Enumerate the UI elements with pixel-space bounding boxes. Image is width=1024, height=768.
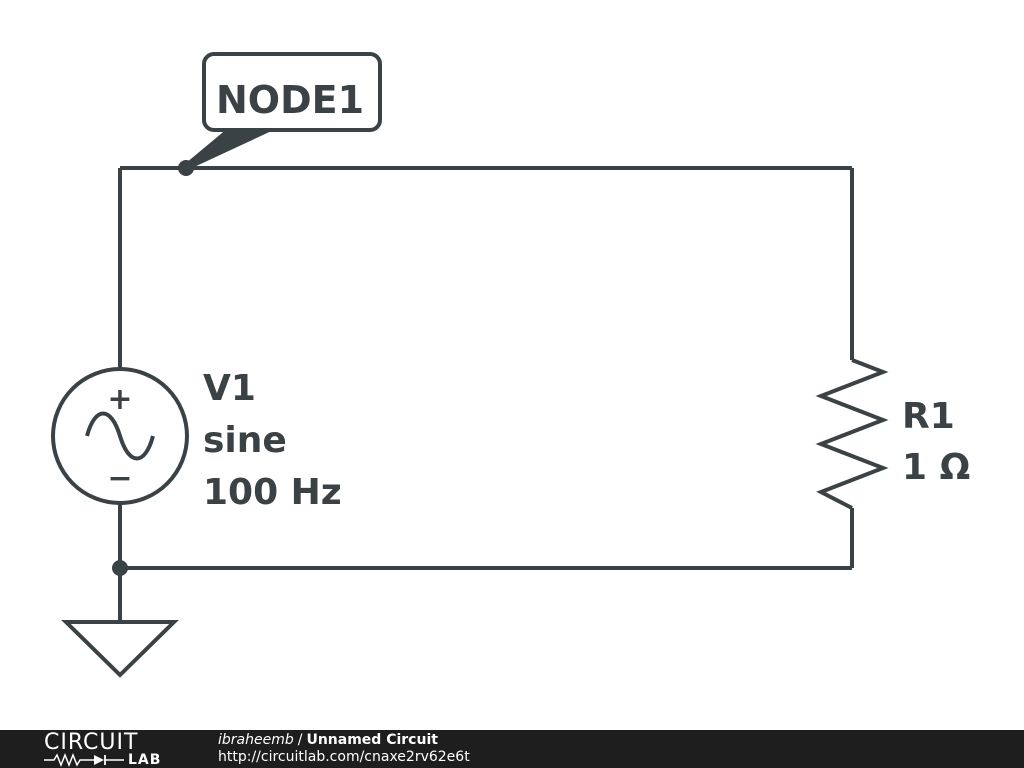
sine-wave-icon [85,411,155,461]
resistor-value: 1 Ω [902,447,970,488]
logo-word-circuit: CIRCUIT [44,730,139,755]
source-frequency: 100 Hz [203,472,342,513]
source-minus-sign: − [107,461,132,496]
circuit-url[interactable]: http://circuitlab.com/cnaxe2rv62e6t [218,749,470,765]
ground-symbol[interactable] [61,620,179,678]
circuit-title[interactable]: Unnamed Circuit [306,732,438,748]
meta-separator: / [297,732,303,748]
resistor-name: R1 [902,396,955,437]
node-label-text: NODE1 [216,78,364,122]
junction-ground[interactable] [112,560,128,576]
source-plus-sign: + [107,382,132,417]
logo-word-lab: LAB [128,752,162,768]
circuit-meta: ibraheemb/Unnamed Circuit http://circuit… [218,732,470,766]
circuit-diagram: NODE1 + − V1 sine 100 Hz R1 1 Ω [51,52,970,678]
node-label-pointer [180,128,278,168]
node-label-box[interactable] [202,52,382,132]
source-name: V1 [203,368,256,409]
meta-line-1: ibraheemb/Unnamed Circuit [218,732,470,749]
logo-resistor-diode-icon [44,753,124,767]
resistor-r1[interactable] [815,358,889,510]
circuitlab-logo[interactable]: CIRCUIT LAB [36,730,186,768]
source-type: sine [203,420,287,461]
sine-voltage-source[interactable]: + − [51,367,189,505]
footer-bar: CIRCUIT LAB ibraheemb/Unnamed Circuit ht… [0,730,1024,768]
author-link[interactable]: ibraheemb [218,732,294,748]
